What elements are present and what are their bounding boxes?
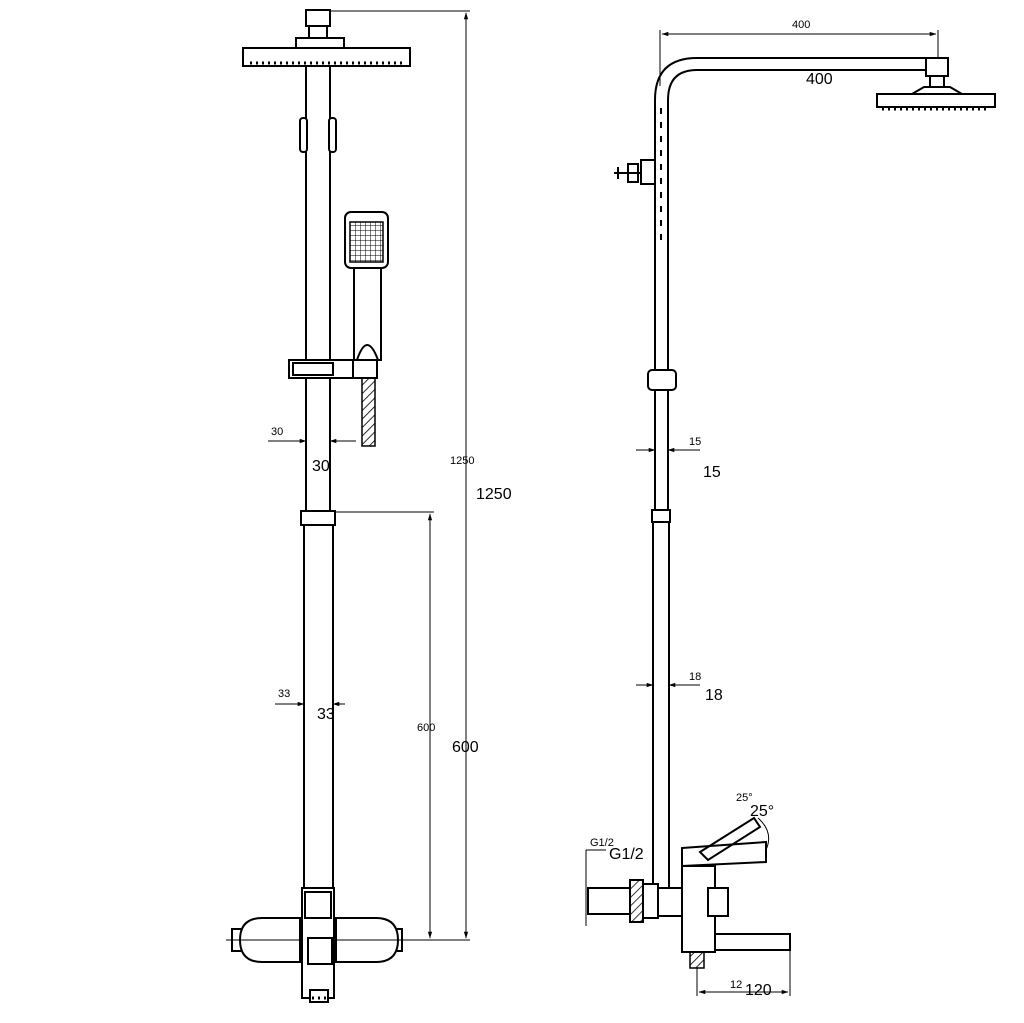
dim-120-label: 120 xyxy=(745,982,772,999)
head-collar xyxy=(295,37,345,49)
hand-shower-face xyxy=(349,221,384,263)
dim-15-label: 15 xyxy=(703,464,721,481)
thread-label: G1/2 xyxy=(609,846,644,863)
slide-holder-inner xyxy=(292,362,334,376)
thread-label-small: G1/2 xyxy=(590,837,614,849)
handle-seat-curve xyxy=(356,344,379,361)
side-shower-head xyxy=(876,93,996,108)
top-mount-block xyxy=(305,9,331,27)
arm-elbow xyxy=(925,57,949,77)
side-view: 400 400 15 15 18 18 xyxy=(585,19,996,999)
side-slider xyxy=(647,369,677,391)
dim-120-label-small: 12 xyxy=(730,979,742,991)
lever-angle-arc xyxy=(757,817,770,851)
front-view: 30 30 33 33 600 600 1250 1250 xyxy=(226,9,512,1003)
lever-angle-label: 25° xyxy=(750,803,774,820)
dim-600-label-small: 600 xyxy=(417,722,435,734)
dim-1250-label: 1250 xyxy=(476,486,512,503)
head-swivel xyxy=(929,75,945,88)
pipe-joint-collar xyxy=(300,510,336,526)
dim-18-label-small: 18 xyxy=(689,671,701,683)
dim-600-label: 600 xyxy=(452,739,479,756)
bath-spout xyxy=(714,933,791,951)
mixer-top-cap xyxy=(304,891,332,919)
shower-arm-outer xyxy=(654,57,928,510)
lever-angle-label-small: 25° xyxy=(736,792,753,804)
dim-18-label: 18 xyxy=(705,687,723,704)
dim-400-label: 400 xyxy=(806,71,833,88)
dim-15-label-small: 15 xyxy=(689,436,701,448)
wall-inlet-pipe xyxy=(587,887,631,915)
hand-shower-handle xyxy=(353,267,382,361)
eccentric-thread xyxy=(629,879,644,923)
mixer-outlet xyxy=(309,989,329,1003)
dim-33-label-small: 33 xyxy=(278,688,290,700)
dim-400-label-small: 400 xyxy=(792,19,810,31)
shower-hose xyxy=(361,377,376,447)
mixer-diverter xyxy=(307,937,333,965)
shower-arm-inner xyxy=(667,69,928,510)
top-mount-neck xyxy=(308,25,328,39)
mixer-inlet-sleeve xyxy=(657,887,683,917)
mixer-lever-raised xyxy=(698,816,762,862)
side-diverter xyxy=(707,887,729,917)
pipe-clip-right xyxy=(328,117,337,153)
wall-bracket xyxy=(640,159,656,185)
mixer-lever xyxy=(681,840,767,868)
overhead-shower-head xyxy=(242,47,411,67)
side-outlet xyxy=(689,951,705,969)
dim-1250-label-small: 1250 xyxy=(450,455,474,467)
dim-30-label-small: 30 xyxy=(271,426,283,438)
pipe-clip-left xyxy=(299,117,308,153)
dim-30-label: 30 xyxy=(312,458,330,475)
side-joint-collar xyxy=(651,509,671,523)
dim-33-label: 33 xyxy=(317,706,335,723)
eccentric-connector xyxy=(642,883,659,919)
